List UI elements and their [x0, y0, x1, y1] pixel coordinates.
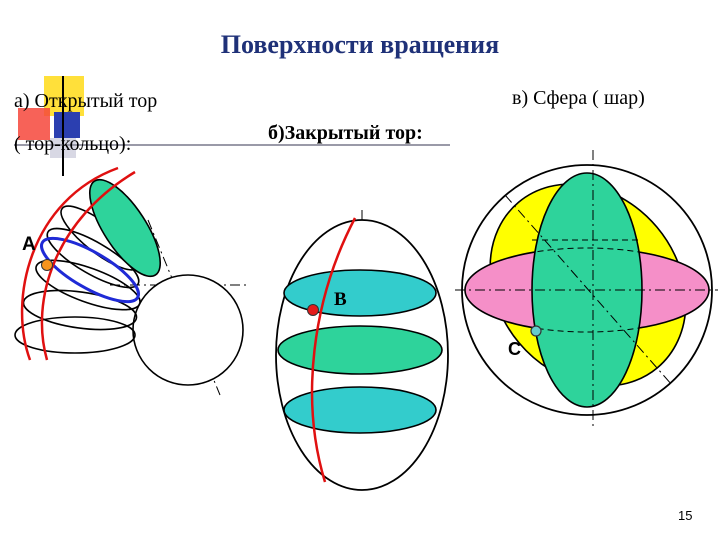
slide-title: Поверхности вращения [220, 30, 500, 59]
point-a-marker [41, 259, 53, 271]
deco-square-red [18, 108, 50, 140]
closed-torus-red-meridian [310, 217, 357, 483]
open-torus-blue-parallel [40, 236, 140, 304]
sphere-figure: C [455, 150, 718, 430]
deco-square-blue [54, 112, 80, 138]
deco-square-yellow [44, 76, 84, 116]
closed-torus-figure: B [275, 210, 449, 491]
point-c-marker [530, 325, 542, 337]
open-torus-red-meridian [20, 166, 119, 361]
point-a-label: А [22, 234, 36, 255]
deco-vertical-line [62, 76, 64, 176]
open-torus-generating-circle [132, 274, 244, 386]
open-torus-label-line2: ( тор-кольцо): [14, 133, 132, 155]
open-torus-parallel [46, 227, 140, 289]
closed-torus-label: б)Закрытый тор: [268, 122, 423, 144]
open-torus-red-meridian [40, 170, 136, 361]
open-torus-figure: А [14, 166, 250, 396]
page-number: 15 [678, 508, 693, 523]
closed-torus-section-top [283, 269, 437, 317]
deco-horizontal-line [14, 144, 450, 146]
point-b-marker [307, 304, 319, 316]
closed-torus-section-bottom [283, 386, 437, 434]
point-b-label: B [334, 289, 347, 310]
sphere-label: в) Сфера ( шар) [512, 87, 645, 109]
sphere-axis-diagonal [504, 194, 673, 386]
open-torus-green-section [88, 178, 162, 278]
open-torus-parallel [35, 259, 141, 311]
point-c-label: C [508, 339, 521, 359]
open-torus-parallel [14, 316, 136, 354]
closed-torus-section-middle [277, 325, 443, 375]
sphere-green-section [531, 172, 643, 408]
open-torus-label-line1: а) Открытый тор [14, 90, 158, 112]
